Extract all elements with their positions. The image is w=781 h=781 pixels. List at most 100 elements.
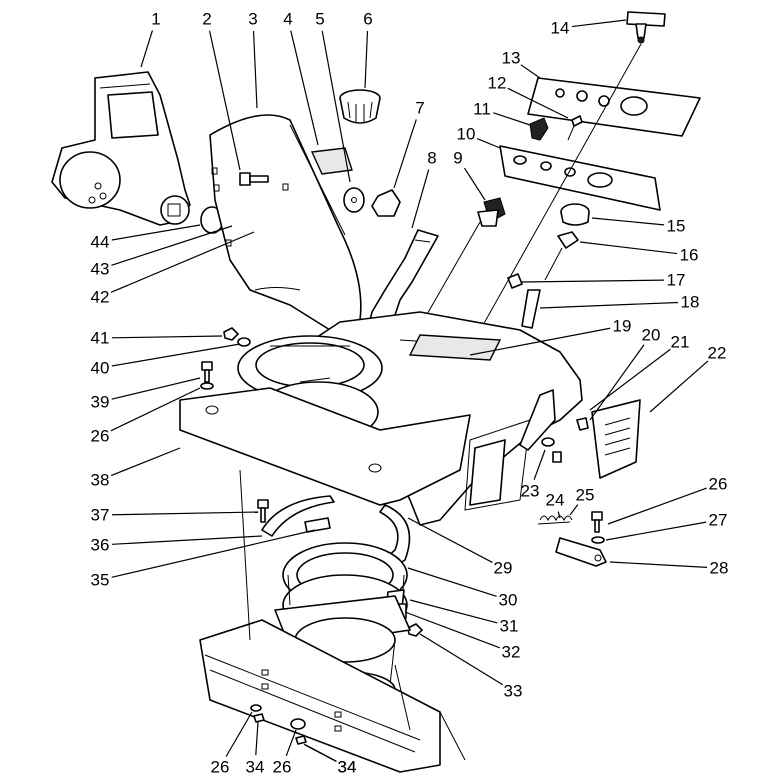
leader-line xyxy=(507,87,569,119)
callout-4: 4 xyxy=(283,9,293,29)
leader-line xyxy=(407,517,493,563)
leader-line xyxy=(533,449,546,480)
callout-26-right: 26 xyxy=(708,474,728,494)
leader-line xyxy=(303,743,337,762)
t-handle-14-part xyxy=(626,11,666,44)
callout-43: 43 xyxy=(90,259,110,279)
callout-15: 15 xyxy=(666,216,686,236)
callout-26-left: 26 xyxy=(90,426,110,446)
leader-line xyxy=(557,511,561,519)
nut-41-part xyxy=(223,327,239,341)
callout-21: 21 xyxy=(670,332,690,352)
leader-line xyxy=(290,30,319,146)
washer-26-lower-left-part xyxy=(250,704,262,712)
bolt-2-part xyxy=(239,172,269,186)
leader-line xyxy=(521,279,665,283)
auger-housing-part xyxy=(199,469,466,773)
callout-5: 5 xyxy=(315,9,325,29)
callout-23: 23 xyxy=(520,481,540,501)
nut-24-part xyxy=(552,451,562,463)
leader-line xyxy=(569,504,579,516)
leader-line xyxy=(607,487,707,525)
callout-16: 16 xyxy=(679,245,699,265)
callout-41: 41 xyxy=(90,328,110,348)
callout-42: 42 xyxy=(90,287,110,307)
nut-34-lower-left-part xyxy=(253,713,265,723)
callout-19: 19 xyxy=(612,316,632,336)
callout-40: 40 xyxy=(90,358,110,378)
callout-29: 29 xyxy=(493,558,513,578)
leader-line xyxy=(476,138,501,149)
key-11-part xyxy=(529,117,549,141)
callout-32: 32 xyxy=(501,642,521,662)
callout-35: 35 xyxy=(90,570,110,590)
plate-4-part xyxy=(310,147,353,175)
leader-line xyxy=(409,599,498,624)
leader-line xyxy=(609,561,708,568)
washer-26-lower-right-part xyxy=(290,718,306,730)
callout-20: 20 xyxy=(641,325,661,345)
callout-34-bottom-right: 34 xyxy=(337,757,357,777)
leader-line xyxy=(111,335,223,339)
primer-bulb-15-part xyxy=(560,203,590,226)
leader-line xyxy=(419,633,504,686)
callout-17: 17 xyxy=(666,270,686,290)
washer-40-part xyxy=(237,337,251,347)
washer-27-part xyxy=(591,536,605,544)
bolt-26-right-part xyxy=(591,511,603,533)
nut-33-part xyxy=(407,623,423,637)
callout-10: 10 xyxy=(456,124,476,144)
screw-12-part xyxy=(567,115,583,141)
leader-line xyxy=(321,30,351,183)
bolt-39-part xyxy=(201,361,213,383)
leader-line xyxy=(463,167,486,201)
switch-9-part xyxy=(477,197,506,227)
leader-line xyxy=(225,711,253,757)
lever-28-part xyxy=(555,537,607,567)
callout-39: 39 xyxy=(90,392,110,412)
leader-line xyxy=(589,348,671,411)
leader-line xyxy=(591,217,665,226)
leader-lines xyxy=(110,19,709,762)
callout-26-bottom-b: 26 xyxy=(272,757,292,777)
callout-13: 13 xyxy=(501,48,521,68)
callout-34-bottom-b: 34 xyxy=(337,757,357,777)
panel-10-part xyxy=(499,145,661,211)
cover-22-part xyxy=(591,399,641,479)
callout-18: 18 xyxy=(680,292,700,312)
leader-line xyxy=(110,231,255,293)
washer-26-upper-part xyxy=(200,382,214,390)
leader-line xyxy=(605,521,707,541)
knob-6-part xyxy=(339,89,381,124)
bolt-37-part xyxy=(257,499,269,523)
leader-line xyxy=(111,511,259,516)
leader-line xyxy=(252,30,258,109)
leader-line xyxy=(110,447,181,477)
callout-9: 9 xyxy=(453,148,463,168)
callout-38: 38 xyxy=(90,470,110,490)
leader-line xyxy=(110,387,201,432)
leader-line xyxy=(111,529,316,578)
callout-2: 2 xyxy=(202,9,212,29)
washer-23-part xyxy=(541,437,555,447)
leader-line xyxy=(539,301,679,309)
leader-line xyxy=(393,119,417,189)
callout-33: 33 xyxy=(503,681,523,701)
leader-line xyxy=(285,729,297,756)
leader-line xyxy=(140,30,153,68)
leader-line xyxy=(649,360,709,413)
leader-line xyxy=(364,30,369,89)
bolt-35-part xyxy=(304,517,331,533)
spring-25-part xyxy=(537,515,573,525)
callout-14: 14 xyxy=(550,18,570,38)
leader-line xyxy=(407,567,497,597)
dash-plate-13-part xyxy=(527,77,701,137)
leader-line xyxy=(111,535,263,545)
leader-line xyxy=(520,64,541,79)
clamp-36-part xyxy=(261,495,335,537)
callout-31: 31 xyxy=(499,616,519,636)
leader-line xyxy=(255,721,259,756)
leader-line xyxy=(111,225,233,266)
washer-5-part xyxy=(343,187,365,213)
